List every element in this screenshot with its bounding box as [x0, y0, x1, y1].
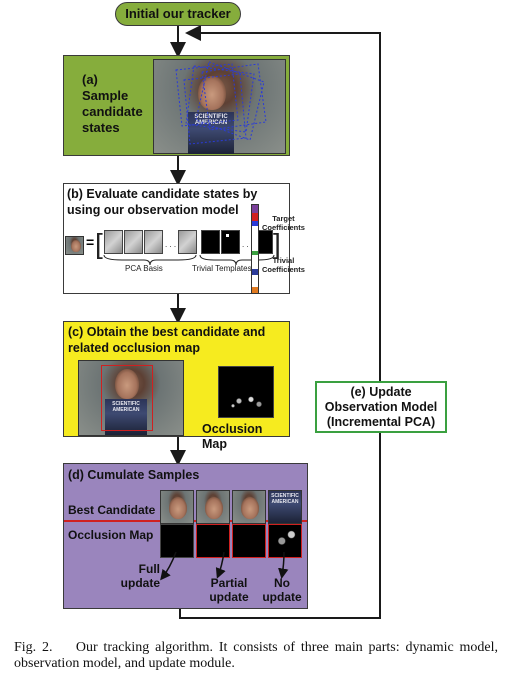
- step-c-label: (c) Obtain the best candidate and relate…: [68, 325, 266, 355]
- occ-3: [232, 524, 266, 558]
- partial-update-label: Partial update: [209, 576, 249, 604]
- coeff-orange: [252, 287, 258, 293]
- coeff-navy: [252, 269, 258, 275]
- figure-caption: Fig. 2. Our tracking algorithm. It consi…: [14, 640, 498, 672]
- trivial-template-1: [201, 230, 220, 254]
- step-e-box: (e) Update Observation Model (Incrementa…: [315, 381, 447, 433]
- step-a-photo: SCIENTIFIC AMERICAN: [153, 59, 286, 154]
- trivial-coefficients-label: Trivial Coefficients: [262, 256, 305, 274]
- sample-2: [196, 490, 230, 524]
- sample-face-1: [169, 497, 187, 519]
- pca-basis-3: [144, 230, 163, 254]
- step-a-box: (a) Sample candidate states SCIENTIFIC A…: [63, 55, 290, 156]
- target-coefficients-label: Target Coefficients: [262, 214, 305, 232]
- bracket-close: ]: [273, 228, 281, 259]
- occlusion-map-label: Occlusion Map: [202, 422, 263, 451]
- coeff-blue: [252, 221, 258, 226]
- pca-basis-1: [104, 230, 123, 254]
- sample-1: [160, 490, 194, 524]
- occlusion-map-image: [218, 366, 274, 418]
- step-d-box: (d) Cumulate Samples Best Candidate Occl…: [63, 463, 308, 609]
- no-update-label: No update: [262, 576, 302, 604]
- occ-1: [160, 524, 194, 558]
- sample-face-3: [241, 497, 259, 519]
- coeff-red: [252, 213, 258, 221]
- step-b-label: (b) Evaluate candidate states by using o…: [67, 187, 258, 217]
- book-cover: SCIENTIFIC AMERICAN: [188, 112, 234, 154]
- caption-text: Our tracking algorithm. It consists of t…: [14, 640, 499, 671]
- sample-4-text: SCIENTIFIC AMERICAN: [271, 493, 299, 505]
- step-b-sample: [65, 236, 84, 255]
- occlusion-map-row-label: Occlusion Map: [68, 528, 154, 542]
- trivial-ellipsis: . . .: [242, 240, 254, 249]
- coefficient-vector: [251, 204, 259, 294]
- feedback-loop-line: [179, 25, 381, 619]
- trivial-template-2: [221, 230, 240, 254]
- step-b-box: (b) Evaluate candidate states by using o…: [63, 183, 305, 294]
- best-book-text: SCIENTIFIC AMERICAN: [112, 401, 140, 413]
- pca-basis-4: [178, 230, 197, 254]
- step-e-label: (e) Update Observation Model (Incrementa…: [324, 385, 438, 429]
- book-text: SCIENTIFIC AMERICAN: [194, 114, 228, 126]
- best-face: [115, 369, 139, 399]
- sample-face-2: [205, 497, 223, 519]
- pca-ellipsis: . . .: [165, 240, 177, 249]
- group-braces: [103, 254, 275, 266]
- trivial-dot-1: [226, 234, 229, 237]
- person-face: [198, 76, 226, 110]
- sample-3: [232, 490, 266, 524]
- occ-4: [268, 524, 302, 558]
- step-c-box: (c) Obtain the best candidate and relate…: [63, 321, 290, 451]
- caption-lead: Fig. 2.: [14, 640, 53, 655]
- occlusion-speckle: [227, 393, 267, 409]
- best-book: SCIENTIFIC AMERICAN: [105, 399, 147, 435]
- pca-basis-2: [124, 230, 143, 254]
- start-node: Initial our tracker: [115, 2, 241, 26]
- sample-4: SCIENTIFIC AMERICAN: [268, 490, 302, 524]
- best-candidate-box: [101, 365, 153, 431]
- step-c-photo: SCIENTIFIC AMERICAN: [78, 360, 184, 436]
- step-d-label: (d) Cumulate Samples: [68, 468, 200, 482]
- equals-sign: =: [86, 234, 95, 250]
- coeff-green: [252, 251, 258, 255]
- candidate-states-overlay: [175, 61, 267, 145]
- update-arrows: [160, 551, 289, 581]
- full-update-label: Full update: [120, 562, 160, 590]
- trivial-templates-label: Trivial Templates: [192, 264, 252, 273]
- step-a-label: (a) Sample candidate states: [82, 72, 143, 135]
- best-candidate-row-label: Best Candidate: [68, 503, 156, 517]
- start-label: Initial our tracker: [125, 6, 231, 21]
- coeff-purple: [252, 205, 258, 213]
- pca-basis-label: PCA Basis: [125, 264, 163, 273]
- bracket-open: [: [95, 228, 103, 259]
- sample-face: [71, 240, 81, 252]
